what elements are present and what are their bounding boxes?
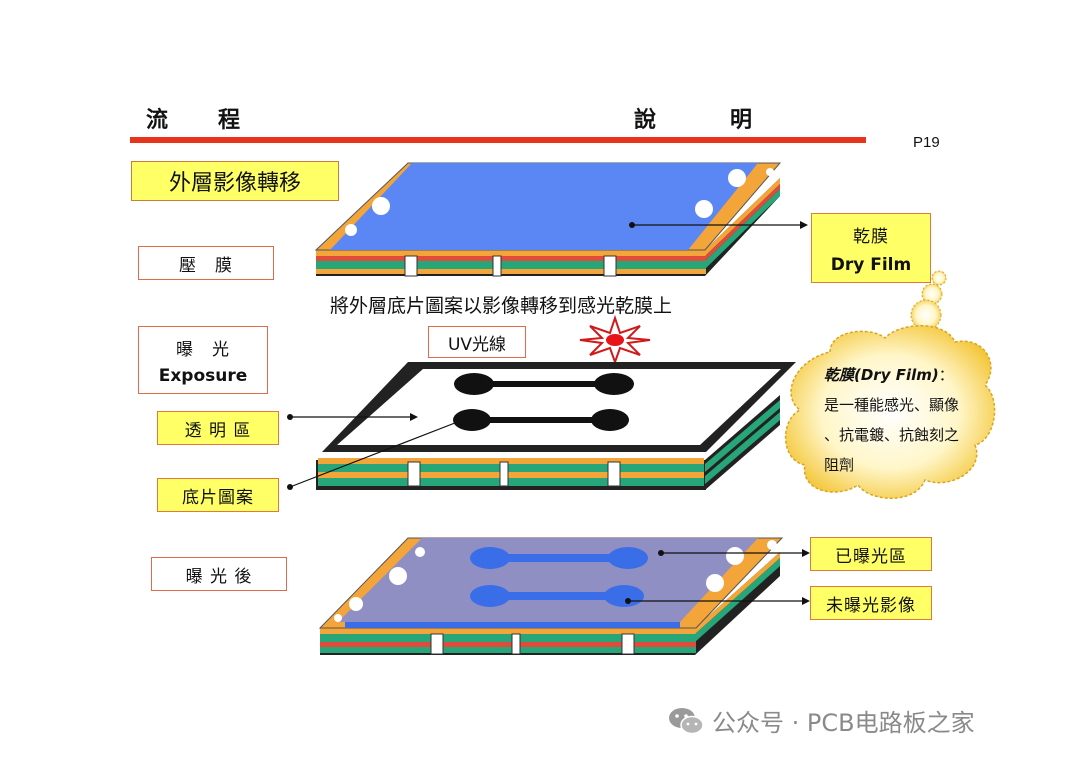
film-pattern-label: 底片圖案 <box>157 478 279 512</box>
step-lamination: 壓 膜 <box>138 246 274 280</box>
step-after-exposure-label: 曝 光 後 <box>185 566 253 587</box>
step-lamination-label: 壓 膜 <box>179 255 233 276</box>
wechat-icon <box>669 707 704 734</box>
film-pattern-text: 底片圖案 <box>182 487 254 508</box>
step-after-exposure: 曝 光 後 <box>151 557 287 591</box>
cloud-line-3: 阻劑 <box>824 456 855 474</box>
exposure-board <box>316 362 796 490</box>
watermark: 公众号 · PCB电路板之家 <box>668 703 975 738</box>
header-divider <box>130 137 866 143</box>
exposed-board <box>318 537 784 655</box>
section-title: 外層影像轉移 <box>131 161 339 201</box>
page-number: P19 <box>913 134 940 151</box>
exposed-area-label: 已曝光區 <box>810 537 932 571</box>
dry-film-label: 乾膜 Dry Film <box>811 213 931 283</box>
step-exposure-cn: 曝 光 <box>176 339 230 360</box>
step-exposure: 曝 光 Exposure <box>138 326 268 394</box>
transparent-area-label: 透 明 區 <box>157 411 279 445</box>
laminated-board <box>314 162 782 277</box>
transfer-caption: 將外層底片圖案以影像轉移到感光乾膜上 <box>330 295 673 317</box>
unexposed-image-label: 未曝光影像 <box>810 586 932 620</box>
uv-light-label: UV光線 <box>428 326 526 358</box>
dry-film-en: Dry Film <box>830 254 912 275</box>
uv-light-icon <box>579 314 651 365</box>
unexposed-image-text: 未曝光影像 <box>826 595 916 616</box>
uv-light-text: UV光線 <box>447 334 507 355</box>
watermark-text: 公众号 · PCB电路板之家 <box>712 709 975 737</box>
step-exposure-en: Exposure <box>158 365 248 386</box>
exposed-area-text: 已曝光區 <box>835 546 907 567</box>
cloud-line-1: 是一種能感光、顯像 <box>824 396 960 414</box>
cloud-line-2: 、抗電鍍、抗蝕刻之 <box>824 426 960 444</box>
transparent-area-text: 透 明 區 <box>184 420 252 441</box>
cloud-term: 乾膜(Dry Film) <box>824 366 939 384</box>
definition-cloud <box>784 270 996 499</box>
header-left: 流 程 <box>146 107 243 133</box>
cloud-definition: 乾膜(Dry Film)： 是一種能感光、顯像 、抗電鍍、抗蝕刻之 阻劑 <box>824 360 994 480</box>
header-right: 說 明 <box>634 107 755 133</box>
dry-film-cn: 乾膜 <box>853 226 889 247</box>
cloud-colon: ： <box>938 366 954 384</box>
